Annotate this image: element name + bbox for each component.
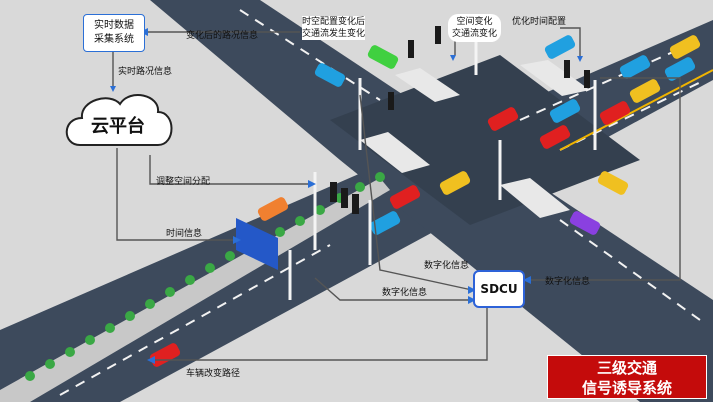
label-optimize-time: 优化时间配置 — [512, 16, 566, 28]
system-title-badge: 三级交通 信号诱导系统 — [547, 355, 707, 399]
label-space-change: 空间变化 交通流变化 — [448, 14, 501, 42]
data-collection-system-box: 实时数据 采集系统 — [83, 14, 145, 52]
label-digital-info-2: 数字化信息 — [382, 287, 427, 299]
label-realtime-road-info: 实时路况信息 — [118, 66, 172, 78]
label-digital-info-1: 数字化信息 — [424, 260, 469, 272]
label-adjust-space: 调整空间分配 — [156, 176, 210, 188]
data-collection-system-label: 实时数据 采集系统 — [94, 20, 134, 45]
sdcu-box: SDCU — [473, 270, 525, 308]
system-title: 三级交通 信号诱导系统 — [582, 359, 672, 397]
cloud-platform-label: 云平台 — [88, 112, 148, 138]
label-vehicle-route-change: 车辆改变路径 — [186, 368, 240, 380]
sdcu-label: SDCU — [480, 282, 517, 296]
label-time-info: 时间信息 — [166, 228, 202, 240]
label-digital-info-3: 数字化信息 — [545, 276, 590, 288]
label-flow-change: 时空配置变化后 交通流发生变化 — [302, 16, 365, 40]
label-road-info-after-change: 变化后的路况信息 — [186, 30, 258, 42]
